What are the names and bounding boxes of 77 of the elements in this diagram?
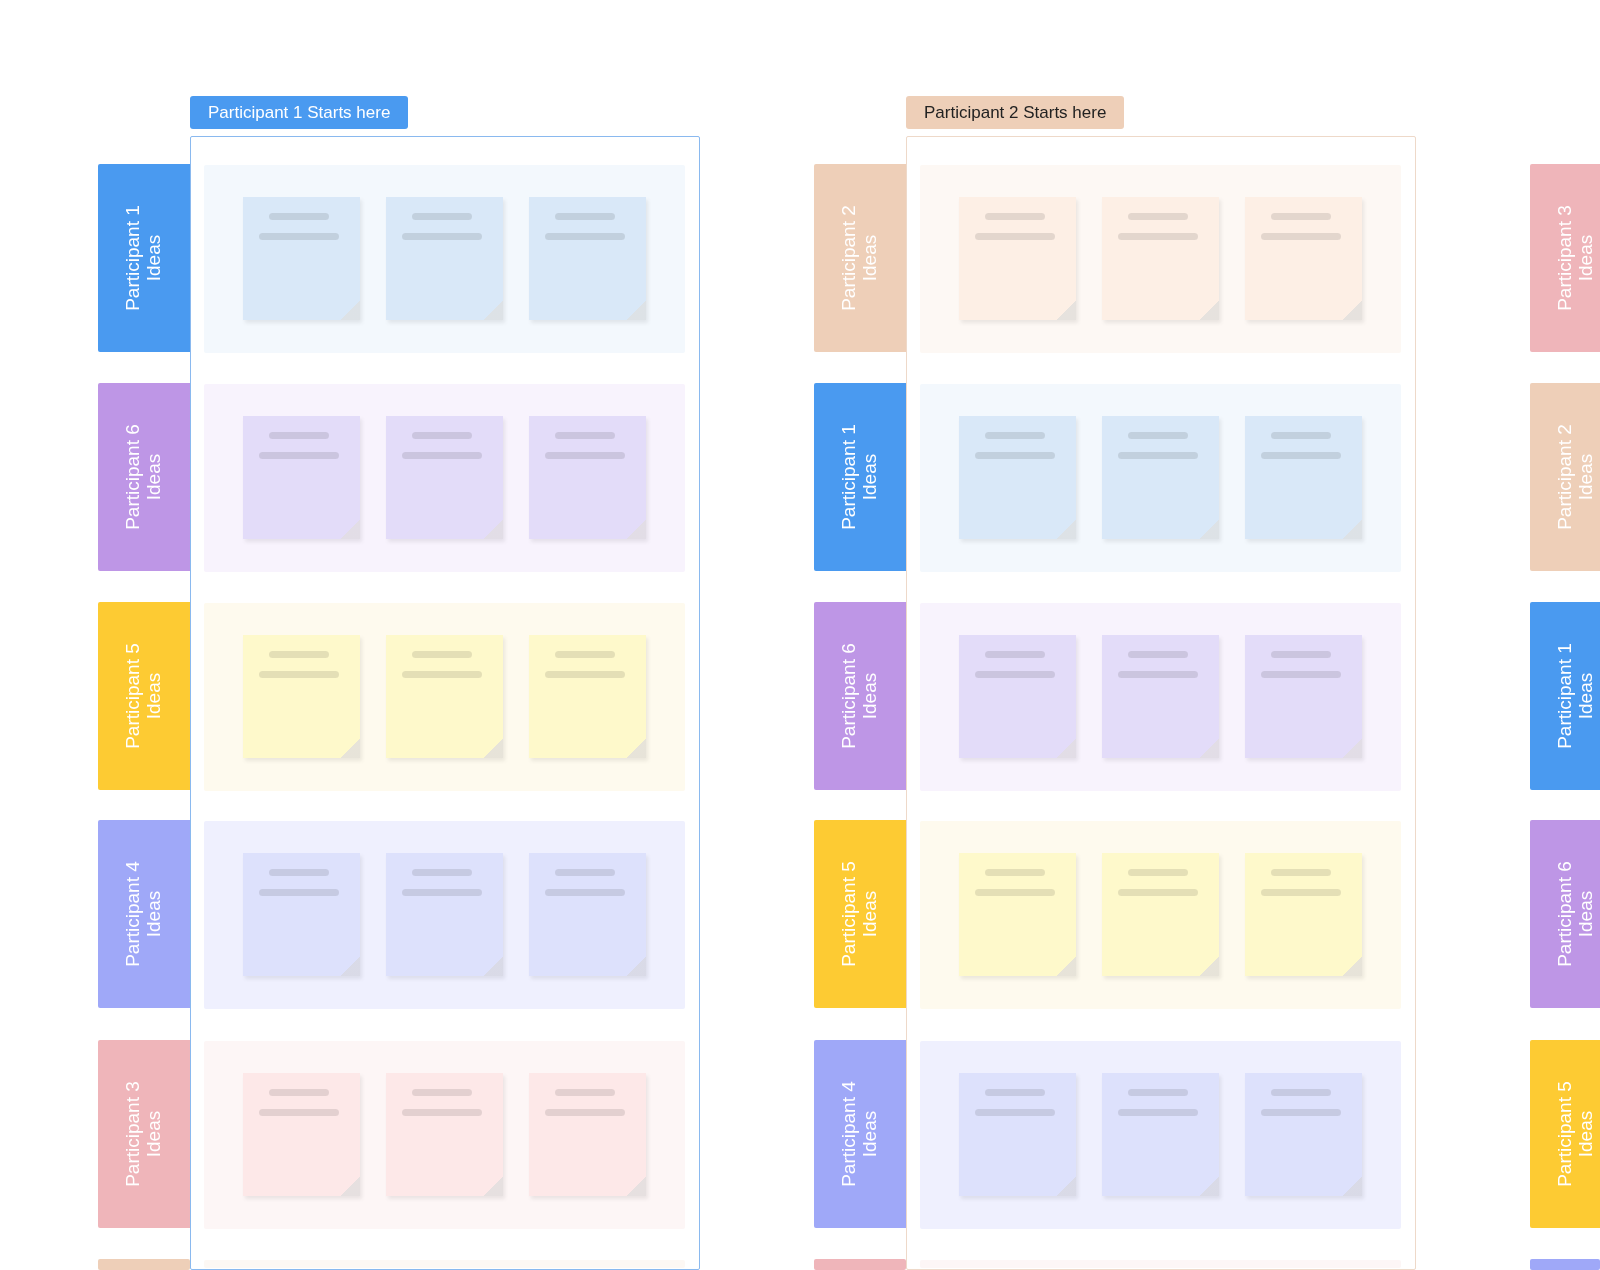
sticky-note	[1102, 853, 1219, 976]
tab-label: Participant 3 Ideas	[1555, 204, 1597, 313]
sticky-note	[1245, 197, 1362, 320]
sticky-note	[529, 416, 646, 539]
row-tab	[814, 602, 906, 790]
row-panel	[204, 165, 685, 353]
sticky-note	[1102, 635, 1219, 758]
sticky-note	[1245, 853, 1362, 976]
sticky-note	[243, 635, 360, 758]
row-tab	[98, 1040, 190, 1228]
row-panel	[204, 1260, 685, 1268]
row-tab	[1530, 1259, 1600, 1270]
sticky-note	[243, 416, 360, 539]
row-tab	[814, 1040, 906, 1228]
sticky-note	[386, 635, 503, 758]
row-panel	[204, 603, 685, 791]
row-panel	[920, 821, 1401, 1009]
tab-label: Participant 6 Ideas	[123, 423, 165, 532]
sticky-note	[243, 1073, 360, 1196]
tab-label: Participant 5 Ideas	[123, 642, 165, 751]
row-tab	[1530, 602, 1600, 790]
sticky-note	[1245, 416, 1362, 539]
sticky-note	[529, 197, 646, 320]
row-tab	[98, 1259, 190, 1270]
sticky-note	[1102, 416, 1219, 539]
sticky-note	[386, 416, 503, 539]
sticky-note	[959, 416, 1076, 539]
row-tab	[98, 820, 190, 1008]
row-tab	[98, 164, 190, 352]
sticky-note	[243, 853, 360, 976]
row-panel	[920, 1041, 1401, 1229]
sticky-note	[386, 853, 503, 976]
sticky-note	[1102, 197, 1219, 320]
sticky-note	[529, 853, 646, 976]
tab-label: Participant 4 Ideas	[839, 1080, 881, 1189]
row-tab	[98, 383, 190, 571]
row-tab	[814, 164, 906, 352]
row-tab	[1530, 1040, 1600, 1228]
header-tab: Participant 2 Starts here	[906, 96, 1125, 129]
sticky-note	[1245, 1073, 1362, 1196]
sticky-note	[1102, 1073, 1219, 1196]
row-panel	[204, 1041, 685, 1229]
row-tab	[98, 602, 190, 790]
row-tab	[1530, 820, 1600, 1008]
tab-label: Participant 5 Ideas	[1555, 1080, 1597, 1189]
sticky-note	[959, 1073, 1076, 1196]
row-tab	[814, 383, 906, 571]
row-panel	[204, 384, 685, 572]
tab-label: Participant 6 Ideas	[839, 642, 881, 751]
tab-label: Participant 6 Ideas	[1555, 860, 1597, 969]
tab-label: Participant 4 Ideas	[123, 860, 165, 969]
sticky-note	[1245, 635, 1362, 758]
sticky-note	[243, 197, 360, 320]
row-tab	[1530, 383, 1600, 571]
row-panel	[920, 165, 1401, 353]
tab-label: Participant 1 Ideas	[123, 204, 165, 313]
tab-label: Participant 1 Ideas	[1555, 642, 1597, 751]
row-tab	[814, 1259, 906, 1270]
sticky-note	[529, 1073, 646, 1196]
tab-label: Participant 1 Ideas	[839, 423, 881, 532]
tab-label: Participant 2 Ideas	[839, 204, 881, 313]
sticky-note	[386, 197, 503, 320]
row-panel	[920, 1260, 1401, 1268]
tab-label: Participant 5 Ideas	[839, 860, 881, 969]
sticky-note	[959, 635, 1076, 758]
sticky-note	[529, 635, 646, 758]
sticky-note	[386, 1073, 503, 1196]
sticky-note	[959, 853, 1076, 976]
row-panel	[920, 384, 1401, 572]
sticky-note	[959, 197, 1076, 320]
tab-label: Participant 2 Ideas	[1555, 423, 1597, 532]
header-tab: Participant 1 Starts here	[190, 96, 409, 129]
row-tab	[814, 820, 906, 1008]
tab-label: Participant 3 Ideas	[123, 1080, 165, 1189]
row-panel	[920, 603, 1401, 791]
row-panel	[204, 821, 685, 1009]
row-tab	[1530, 164, 1600, 352]
